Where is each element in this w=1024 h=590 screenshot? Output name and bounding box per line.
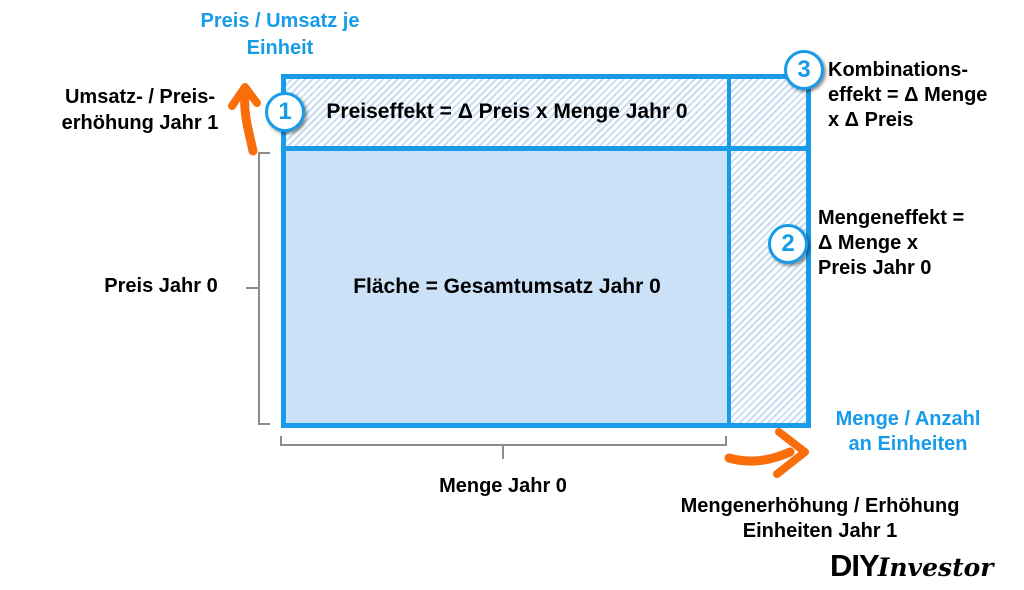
combination-line3: x Δ Preis bbox=[828, 109, 914, 131]
logo-diy-text: DIY bbox=[830, 548, 880, 583]
price-brace-tick bbox=[246, 287, 259, 289]
logo-investor-text: Investor bbox=[877, 553, 994, 582]
price-effect-number: 1 bbox=[278, 98, 292, 125]
combination-effect-number: 3 bbox=[797, 56, 811, 83]
quantity-increase-label: Mengenerhöhung / Erhöhung Einheiten Jahr… bbox=[640, 494, 1000, 544]
quantity-brace-tick bbox=[502, 446, 504, 459]
combination-line1: Kombinations- bbox=[828, 59, 968, 81]
price-brace bbox=[258, 152, 270, 425]
price-year0-label: Preis Jahr 0 bbox=[104, 275, 218, 297]
base-revenue-area bbox=[286, 151, 727, 423]
y-axis-title-line2: Einheit bbox=[246, 37, 314, 59]
volume-line3: Preis Jahr 0 bbox=[818, 257, 932, 279]
quantity-brace bbox=[280, 436, 727, 446]
combination-line2: effekt = Δ Menge bbox=[828, 84, 988, 106]
quantity-year0-label: Menge Jahr 0 bbox=[439, 475, 567, 497]
y-axis-title-line1: Preis / Umsatz je bbox=[200, 10, 360, 32]
volume-line1: Mengeneffekt = bbox=[818, 207, 965, 229]
quantity-increase-line1: Mengenerhöhung / Erhöhung bbox=[680, 495, 960, 517]
volume-line2: Δ Menge x bbox=[818, 232, 918, 254]
quantity-divider-line bbox=[727, 79, 731, 423]
volume-effect-number: 2 bbox=[781, 230, 795, 257]
volume-effect-formula: Mengeneffekt = Δ Menge x Preis Jahr 0 bbox=[818, 206, 1018, 281]
x-axis-title: Menge / Anzahl an Einheiten bbox=[800, 407, 1016, 457]
total-revenue-label: Fläche = Gesamtumsatz Jahr 0 bbox=[353, 275, 661, 298]
price-increase-line2: erhöhung Jahr 1 bbox=[61, 112, 219, 134]
combination-effect-badge: 3 bbox=[784, 50, 824, 90]
volume-effect-badge: 2 bbox=[768, 224, 808, 264]
combination-effect-formula: Kombinations- effekt = Δ Menge x Δ Preis bbox=[828, 58, 1024, 133]
diy-investor-logo: DIYInvestor bbox=[830, 548, 993, 584]
price-effect-formula: Preiseffekt = Δ Preis x Menge Jahr 0 bbox=[326, 100, 688, 123]
quantity-increase-line2: Einheiten Jahr 1 bbox=[742, 520, 898, 542]
revenue-rectangle bbox=[281, 74, 811, 428]
x-axis-title-line1: Menge / Anzahl bbox=[835, 408, 981, 430]
price-effect-badge: 1 bbox=[265, 92, 305, 132]
x-axis-title-line2: an Einheiten bbox=[848, 433, 968, 455]
price-increase-arrow-icon bbox=[240, 88, 258, 156]
price-increase-label: Umsatz- / Preis- erhöhung Jahr 1 bbox=[35, 84, 245, 136]
price-increase-line1: Umsatz- / Preis- bbox=[64, 86, 216, 108]
quantity-increase-arrow-icon bbox=[724, 447, 795, 466]
price-divider-line bbox=[286, 146, 806, 151]
y-axis-title: Preis / Umsatz je Einheit bbox=[170, 8, 390, 62]
